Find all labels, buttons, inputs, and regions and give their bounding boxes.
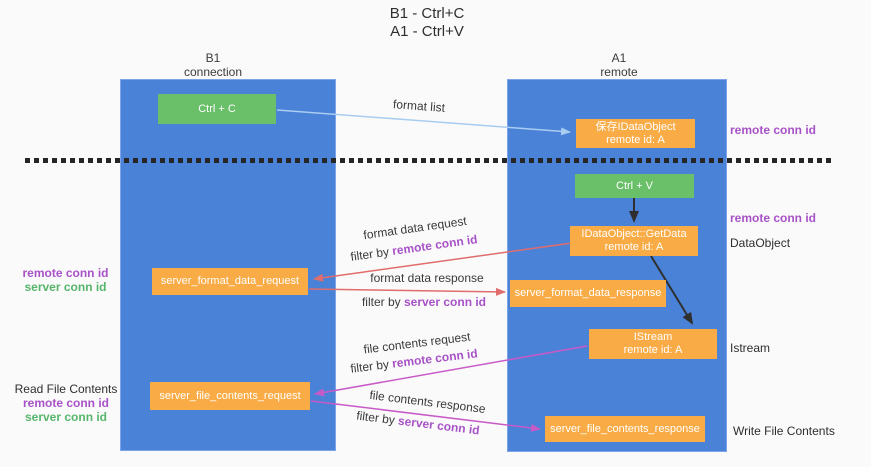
node-istream: IStream remote id: A xyxy=(589,329,717,359)
filter-by-text: filter by xyxy=(349,356,394,376)
left-server-conn-id-bottom: server conn id xyxy=(24,410,108,424)
read-file-contents-label: Read File Contents xyxy=(14,382,118,396)
label-format-data-response: format data response xyxy=(370,271,484,285)
server-file-contents-response-label: server_file_contents_response xyxy=(550,422,700,435)
b1-label: B1 xyxy=(205,51,221,65)
node-server-file-contents-response: server_file_contents_response xyxy=(545,416,705,442)
save-idataobject-line2: remote id: A xyxy=(606,133,665,146)
column-header-a1: A1 remote xyxy=(559,51,679,79)
node-server-file-contents-request: server_file_contents_request xyxy=(150,382,310,410)
left-conn-id-block-mid: remote conn id server conn id xyxy=(18,266,113,294)
dataobject-label: DataObject xyxy=(730,236,791,250)
node-save-idataobject: 保存IDataObject remote id: A xyxy=(576,119,695,148)
node-ctrl-v: Ctrl + V xyxy=(575,174,694,198)
istream-line2: remote id: A xyxy=(623,344,683,356)
left-remote-conn-id-bottom: remote conn id xyxy=(22,396,109,410)
label-filter-by-server-conn-id-1: filter by server conn id xyxy=(348,295,500,309)
server-format-data-response-label: server_format_data_response xyxy=(514,287,662,299)
left-conn-id-block-bottom: Read File Contents remote conn id server… xyxy=(10,382,122,424)
a1-label: A1 xyxy=(611,51,627,65)
column-header-b1: B1 connection xyxy=(153,51,273,79)
istream-line1: IStream xyxy=(633,331,673,343)
server-conn-id-text: server conn id xyxy=(397,413,481,438)
arrow-format-data-response xyxy=(308,287,506,296)
save-idataobject-line1: 保存IDataObject xyxy=(595,120,676,133)
right-remote-conn-id-2: remote conn id xyxy=(730,211,817,225)
title-line-2: A1 - Ctrl+V xyxy=(390,23,464,40)
write-file-contents-label: Write File Contents xyxy=(733,424,835,438)
title-line-1: B1 - Ctrl+C xyxy=(389,5,465,22)
node-ctrl-c: Ctrl + C xyxy=(158,94,276,124)
node-server-format-data-request: server_format_data_request xyxy=(152,268,308,295)
phase-separator-dashed-line xyxy=(25,158,833,163)
remote-label: remote xyxy=(600,65,638,79)
left-remote-conn-id-mid: remote conn id xyxy=(22,266,109,280)
getdata-line1: IDataObject::GetData xyxy=(581,228,687,240)
server-format-data-request-label: server_format_data_request xyxy=(160,275,300,287)
istream-side-label: Istream xyxy=(730,341,771,355)
node-server-format-data-response: server_format_data_response xyxy=(510,280,666,307)
server-file-contents-request-label: server_file_contents_request xyxy=(159,389,301,402)
connection-label: connection xyxy=(183,65,243,79)
filter-by-text: filter by xyxy=(349,244,394,264)
ctrl-v-label: Ctrl + V xyxy=(616,179,653,192)
left-server-conn-id-mid: server conn id xyxy=(24,280,107,294)
getdata-line2: remote id: A xyxy=(604,241,664,253)
ctrl-c-label: Ctrl + C xyxy=(198,102,236,115)
filter-by-text: filter by xyxy=(355,408,399,428)
filter-by-text: filter by xyxy=(361,295,404,309)
right-remote-conn-id-1: remote conn id xyxy=(730,123,817,137)
node-idataobject-getdata: IDataObject::GetData remote id: A xyxy=(570,226,698,256)
server-conn-id-text: server conn id xyxy=(403,295,487,309)
diagram-title: B1 - Ctrl+C A1 - Ctrl+V xyxy=(297,5,557,41)
label-format-list: format list xyxy=(392,97,446,115)
